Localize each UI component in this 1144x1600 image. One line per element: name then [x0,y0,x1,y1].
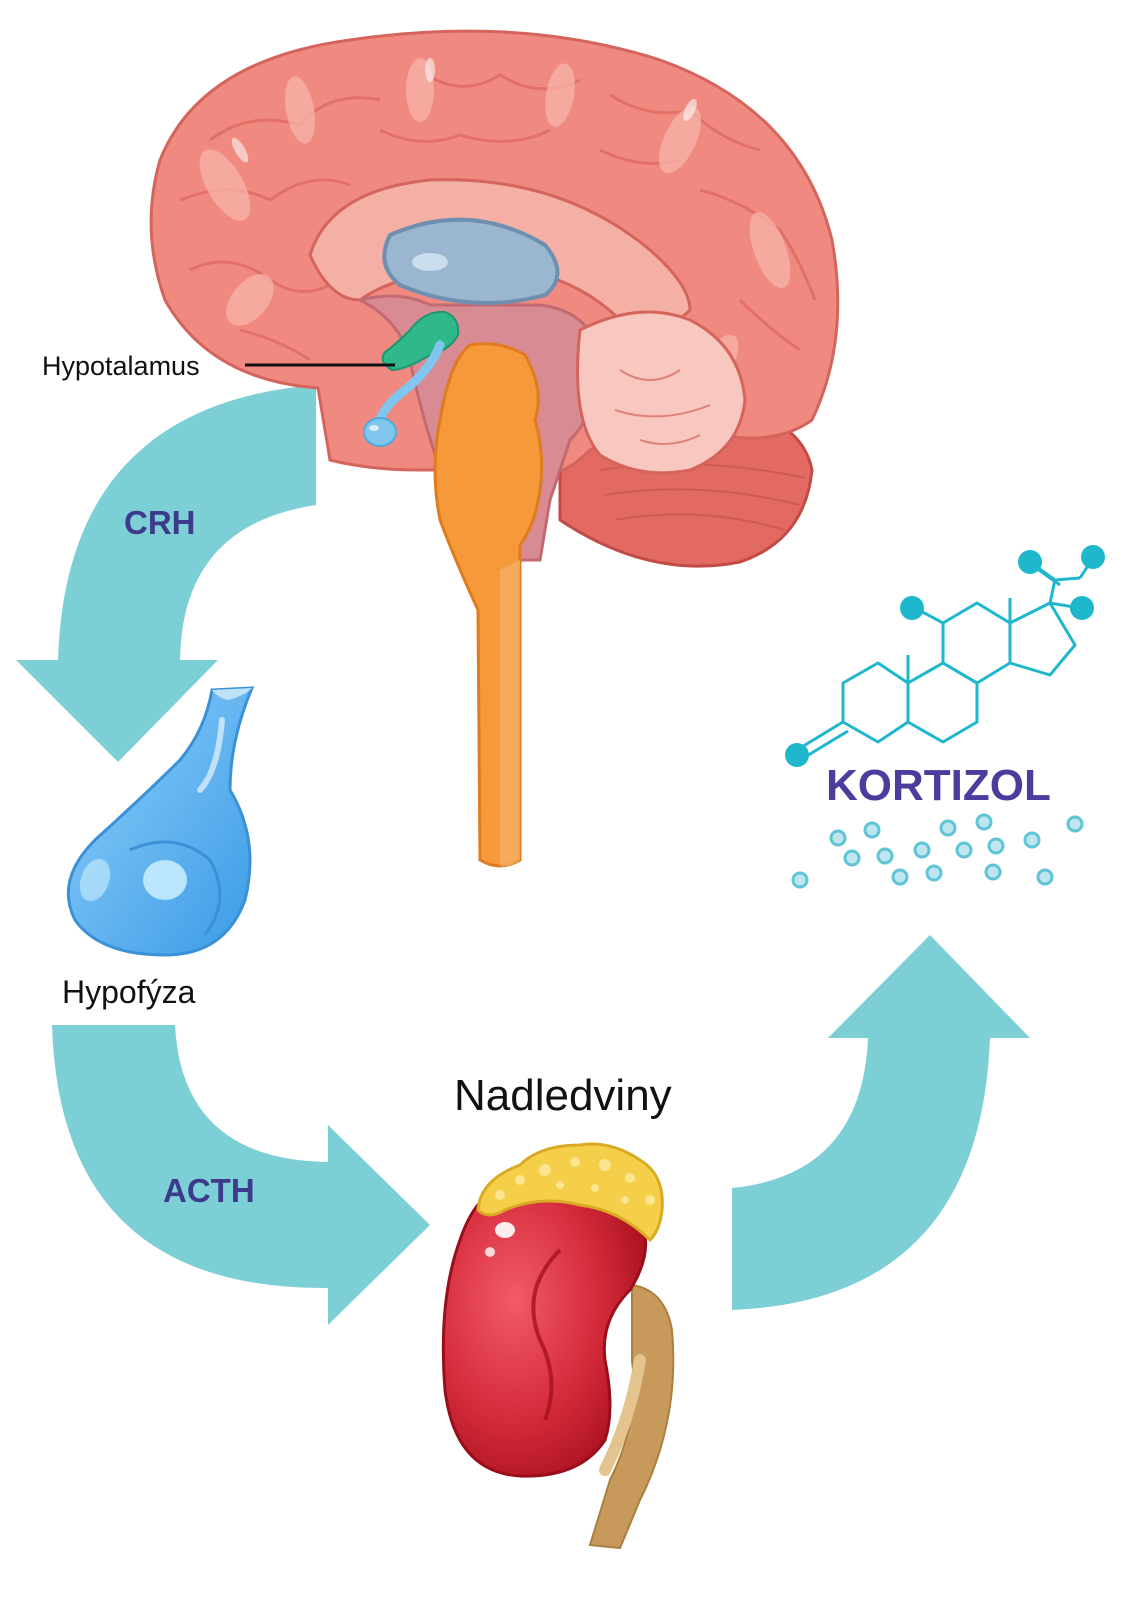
label-crh: CRH [124,504,196,541]
arrow-crh [16,385,316,762]
label-adrenal: Nadledviny [454,1071,672,1120]
cortisol-molecule-icon [800,558,1093,757]
kidney-adrenal-icon [443,1144,673,1548]
cortisol-molecule-atoms [785,545,1105,767]
cortisol-particles [793,815,1082,887]
label-acth: ACTH [163,1172,255,1209]
label-hypothalamus: Hypotalamus [42,351,200,381]
label-pituitary: Hypofýza [62,974,196,1010]
label-cortisol: KORTIZOL [826,761,1051,810]
arrow-kortizol [732,935,1030,1310]
